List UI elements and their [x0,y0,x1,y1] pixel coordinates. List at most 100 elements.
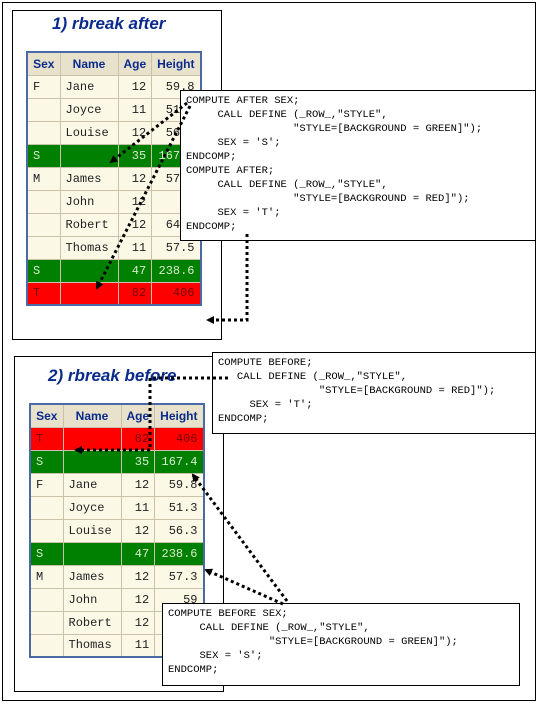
cell-name: Robert [59,212,119,237]
code-line: SEX = 'S'; [168,650,263,662]
cell-sex [26,212,61,237]
cell-age: 12 [117,189,153,214]
code-line: ENDCOMP; [218,413,269,425]
code-line: SEX = 'T'; [218,399,313,411]
cell-sex [29,587,64,612]
cell-sex [29,633,64,658]
cell-name: Joyce [62,495,122,520]
cell-name: James [59,166,119,191]
cell-sex [26,189,61,214]
code-box-compute-before-sex: COMPUTE BEFORE SEX; CALL DEFINE (_ROW_,"… [162,603,520,686]
cell-age: 11 [120,495,156,520]
cell-name: Jane [59,74,119,99]
cell-name: John [59,189,119,214]
cell-name [62,541,122,566]
cell-age: 11 [120,633,156,658]
table-row: Robert1264.8 [26,212,202,237]
cell-age: 12 [120,518,156,543]
cell-name: James [62,564,122,589]
cell-age: 12 [117,166,153,191]
cell-age: 82 [120,426,156,451]
cell-name [59,258,119,283]
cell-age: 11 [117,97,153,122]
cell-age: 12 [117,120,153,145]
cell-sex: T [29,426,64,451]
column-header-sex: Sex [29,403,64,428]
cell-age: 47 [120,541,156,566]
code-line: CALL DEFINE (_ROW_,"STYLE", [218,371,408,383]
cell-name [59,143,119,168]
column-header-age: Age [117,51,153,76]
code-line: COMPUTE BEFORE SEX; [168,608,288,620]
cell-sex [29,495,64,520]
column-header-name: Name [59,51,119,76]
code-line: "STYLE=[BACKGROUND = GREEN]"); [168,636,458,648]
cell-age: 47 [117,258,153,283]
cell-name: Jane [62,472,122,497]
cell-age: 82 [117,281,153,306]
column-header-name: Name [62,403,122,428]
panel-after-title: 1) rbreak after [52,14,166,33]
cell-sex: F [29,472,64,497]
panel-before-title: 2) rbreak before [48,366,177,385]
cell-height: 51.3 [154,495,205,520]
cell-name [62,449,122,474]
cell-sex: M [26,166,61,191]
cell-sex: S [29,541,64,566]
cell-height: 57.3 [154,564,205,589]
code-line: "STYLE=[BACKGROUND = RED]"); [218,385,496,397]
code-line: COMPUTE BEFORE; [218,357,313,369]
code-line: "STYLE=[BACKGROUND = RED]"); [186,193,470,205]
cell-height: 238.6 [154,541,205,566]
cell-name: Robert [62,610,122,635]
cell-name: Thomas [62,633,122,658]
cell-age: 12 [117,74,153,99]
cell-age: 12 [120,587,156,612]
code-line: COMPUTE AFTER; [186,165,275,177]
code-line: COMPUTE AFTER SEX; [186,95,300,107]
code-line: CALL DEFINE (_ROW_,"STYLE", [186,179,388,191]
cell-name: Louise [59,120,119,145]
code-line: ENDCOMP; [186,151,237,163]
cell-sex [29,610,64,635]
column-header-height: Height [154,403,205,428]
cell-name [59,281,119,306]
cell-height: 167.4 [154,449,205,474]
cell-age: 12 [120,472,156,497]
code-line: SEX = 'S'; [186,137,281,149]
code-line: CALL DEFINE (_ROW_,"STYLE", [168,622,370,634]
cell-height: 406 [151,281,202,306]
cell-age: 12 [120,564,156,589]
cell-name: Louise [62,518,122,543]
column-header-age: Age [120,403,156,428]
code-box-compute-before: COMPUTE BEFORE; CALL DEFINE (_ROW_,"STYL… [212,352,536,434]
cell-height: 59.8 [154,472,205,497]
code-line: ENDCOMP; [168,664,219,676]
cell-sex: S [26,143,61,168]
cell-sex [26,97,61,122]
cell-sex: M [29,564,64,589]
cell-sex: S [29,449,64,474]
column-header-sex: Sex [26,51,61,76]
cell-age: 35 [120,449,156,474]
cell-sex [26,235,61,260]
cell-height: 238.6 [151,258,202,283]
cell-name [62,426,122,451]
cell-age: 12 [120,610,156,635]
